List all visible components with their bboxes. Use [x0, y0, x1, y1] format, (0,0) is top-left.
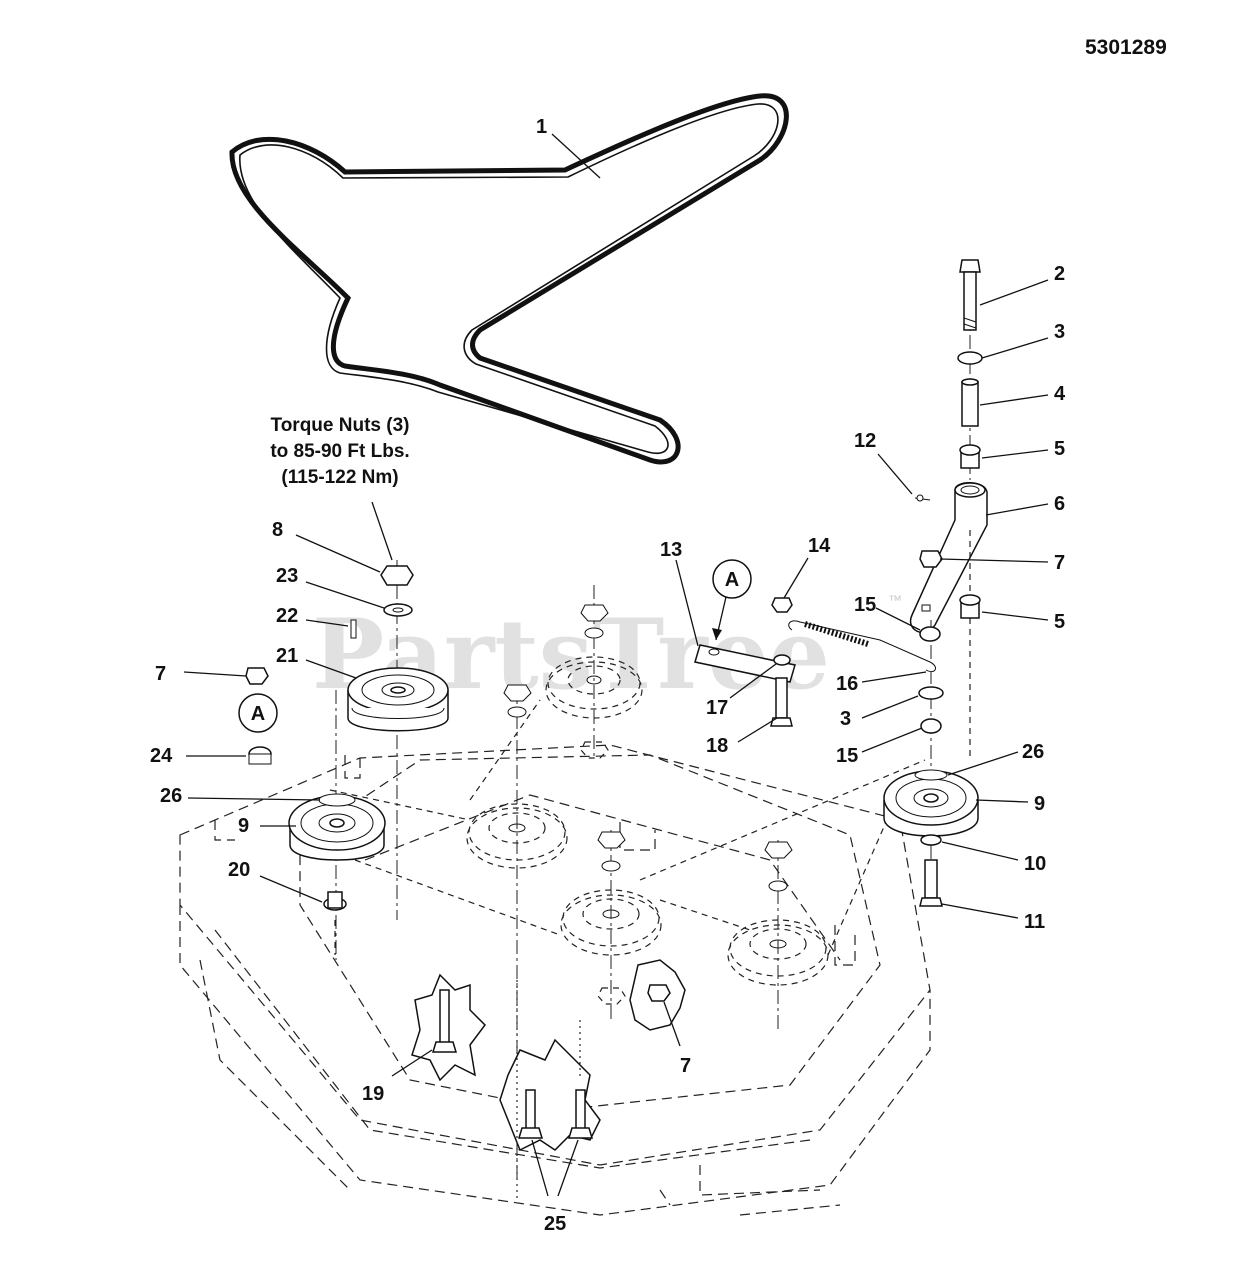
- left-pulley-assembly: [245, 667, 386, 960]
- drive-belt: [229, 93, 789, 465]
- callout-5-lower: 5: [1054, 611, 1065, 633]
- torque-note-line-2: to 85-90 Ft Lbs.: [270, 441, 409, 462]
- leader-lines: [183, 133, 1049, 1197]
- callout-24: 24: [150, 745, 173, 767]
- callout-11: 11: [1024, 911, 1045, 933]
- reference-marker-a-right: A: [712, 559, 752, 641]
- washer-3-upper: [957, 351, 983, 365]
- watermark-trademark: ™: [888, 592, 902, 608]
- spring-16: [788, 620, 936, 673]
- callout-13: 13: [660, 539, 682, 561]
- spacer-15-upper: [919, 626, 941, 642]
- bracket-13: [694, 644, 796, 683]
- spindle-hardware: [503, 604, 793, 1005]
- torque-note: Torque Nuts (3) to 85-90 Ft Lbs. (115-12…: [270, 415, 410, 561]
- key-22: [350, 619, 357, 639]
- bolt-18: [770, 677, 793, 727]
- idler-arm-6: [909, 482, 988, 634]
- callout-labels: 1 2 3 4 5 6 7 5 12 13 14 15 16 17 18 3 1…: [150, 116, 1066, 1235]
- reference-marker-a-left-label: A: [251, 703, 265, 725]
- callout-26-right: 26: [1022, 741, 1044, 763]
- reference-marker-a-left: A: [238, 693, 278, 733]
- pulley-9-right: [883, 769, 979, 837]
- callout-19: 19: [362, 1083, 384, 1105]
- spacer-15-lower: [920, 718, 942, 734]
- callout-16: 16: [836, 673, 858, 695]
- belt-route: [329, 699, 926, 956]
- bushing-5-lower: [959, 594, 981, 619]
- callout-1: 1: [536, 116, 547, 138]
- callout-14: 14: [808, 535, 831, 557]
- sleeve-4: [961, 378, 979, 427]
- callout-2: 2: [1054, 263, 1065, 285]
- document-number: 5301289: [1085, 36, 1167, 59]
- pulley-9-left: [288, 793, 386, 861]
- callout-26-left: 26: [160, 785, 182, 807]
- washer-10: [920, 834, 942, 846]
- callout-6: 6: [1054, 493, 1065, 515]
- starburst-25: [499, 1038, 601, 1152]
- mower-deck: [179, 744, 931, 1216]
- right-pulley-assembly: [883, 620, 979, 907]
- callout-20: 20: [228, 859, 250, 881]
- bushing-20: [323, 891, 347, 911]
- callout-15-lower: 15: [836, 745, 858, 767]
- torque-nut: [380, 565, 414, 586]
- callout-9-left: 9: [238, 815, 249, 837]
- torque-note-line-1: Torque Nuts (3): [271, 415, 410, 436]
- pulley-21: [347, 667, 449, 732]
- torque-note-line-3: (115-122 Nm): [281, 467, 398, 488]
- nut-14: [771, 597, 793, 613]
- starburst-7: [629, 959, 686, 1031]
- bushing-5-upper: [959, 444, 981, 469]
- idler-arm-assembly: [909, 259, 988, 760]
- callout-3-lower: 3: [840, 708, 851, 730]
- callout-22: 22: [276, 605, 298, 627]
- callout-7-arm: 7: [1054, 552, 1065, 574]
- callout-10: 10: [1024, 853, 1046, 875]
- callout-17: 17: [706, 697, 728, 719]
- spindle-pulley-right: [727, 840, 829, 1030]
- nut-7-arm: [919, 550, 943, 568]
- callout-23: 23: [276, 565, 298, 587]
- callout-5-upper: 5: [1054, 438, 1065, 460]
- washer-26-left: [318, 793, 356, 807]
- left-idler-stack: [347, 560, 449, 920]
- callout-7-lower: 7: [680, 1055, 691, 1077]
- washer-26-right: [914, 769, 948, 781]
- callout-21: 21: [276, 645, 298, 667]
- starburst-19: [411, 973, 486, 1082]
- callout-7-left: 7: [155, 663, 166, 685]
- washer-3-lower: [918, 686, 944, 700]
- callout-4: 4: [1054, 383, 1066, 405]
- bolt-11: [919, 859, 943, 907]
- callout-25: 25: [544, 1213, 566, 1235]
- callout-15-upper: 15: [854, 594, 876, 616]
- callout-3-upper: 3: [1054, 321, 1065, 343]
- spring-bracket-assembly: [694, 597, 936, 727]
- callout-9-right: 9: [1034, 793, 1045, 815]
- callout-8: 8: [272, 519, 283, 541]
- nut-7-left: [245, 667, 269, 685]
- callout-18: 18: [706, 735, 728, 757]
- reference-marker-a-right-label: A: [725, 569, 739, 591]
- callout-12: 12: [854, 430, 876, 452]
- bolt-2: [959, 259, 981, 331]
- washer-17: [773, 654, 791, 666]
